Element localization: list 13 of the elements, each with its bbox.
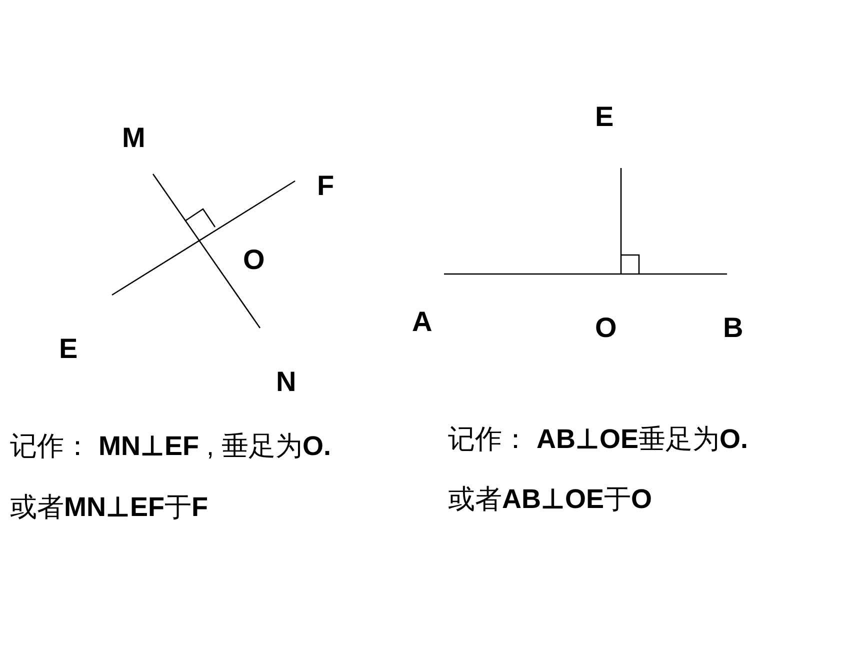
point-label: E <box>595 103 614 131</box>
point-label: M <box>122 124 146 152</box>
point-label: N <box>276 368 296 396</box>
point-label: E <box>59 335 78 363</box>
notation-text: 记作： MN⊥EF , 垂足为O. <box>10 433 332 460</box>
notation-text: 或者MN⊥EF于F <box>10 494 208 521</box>
point-label: O <box>595 314 617 342</box>
point-label: B <box>723 314 744 342</box>
notation-text: 记作： AB⊥OE垂足为O. <box>448 426 748 453</box>
point-label: A <box>412 308 432 336</box>
notation-text: 或者AB⊥OE于O <box>448 486 652 513</box>
point-label: O <box>243 246 265 274</box>
point-label: F <box>317 172 334 200</box>
